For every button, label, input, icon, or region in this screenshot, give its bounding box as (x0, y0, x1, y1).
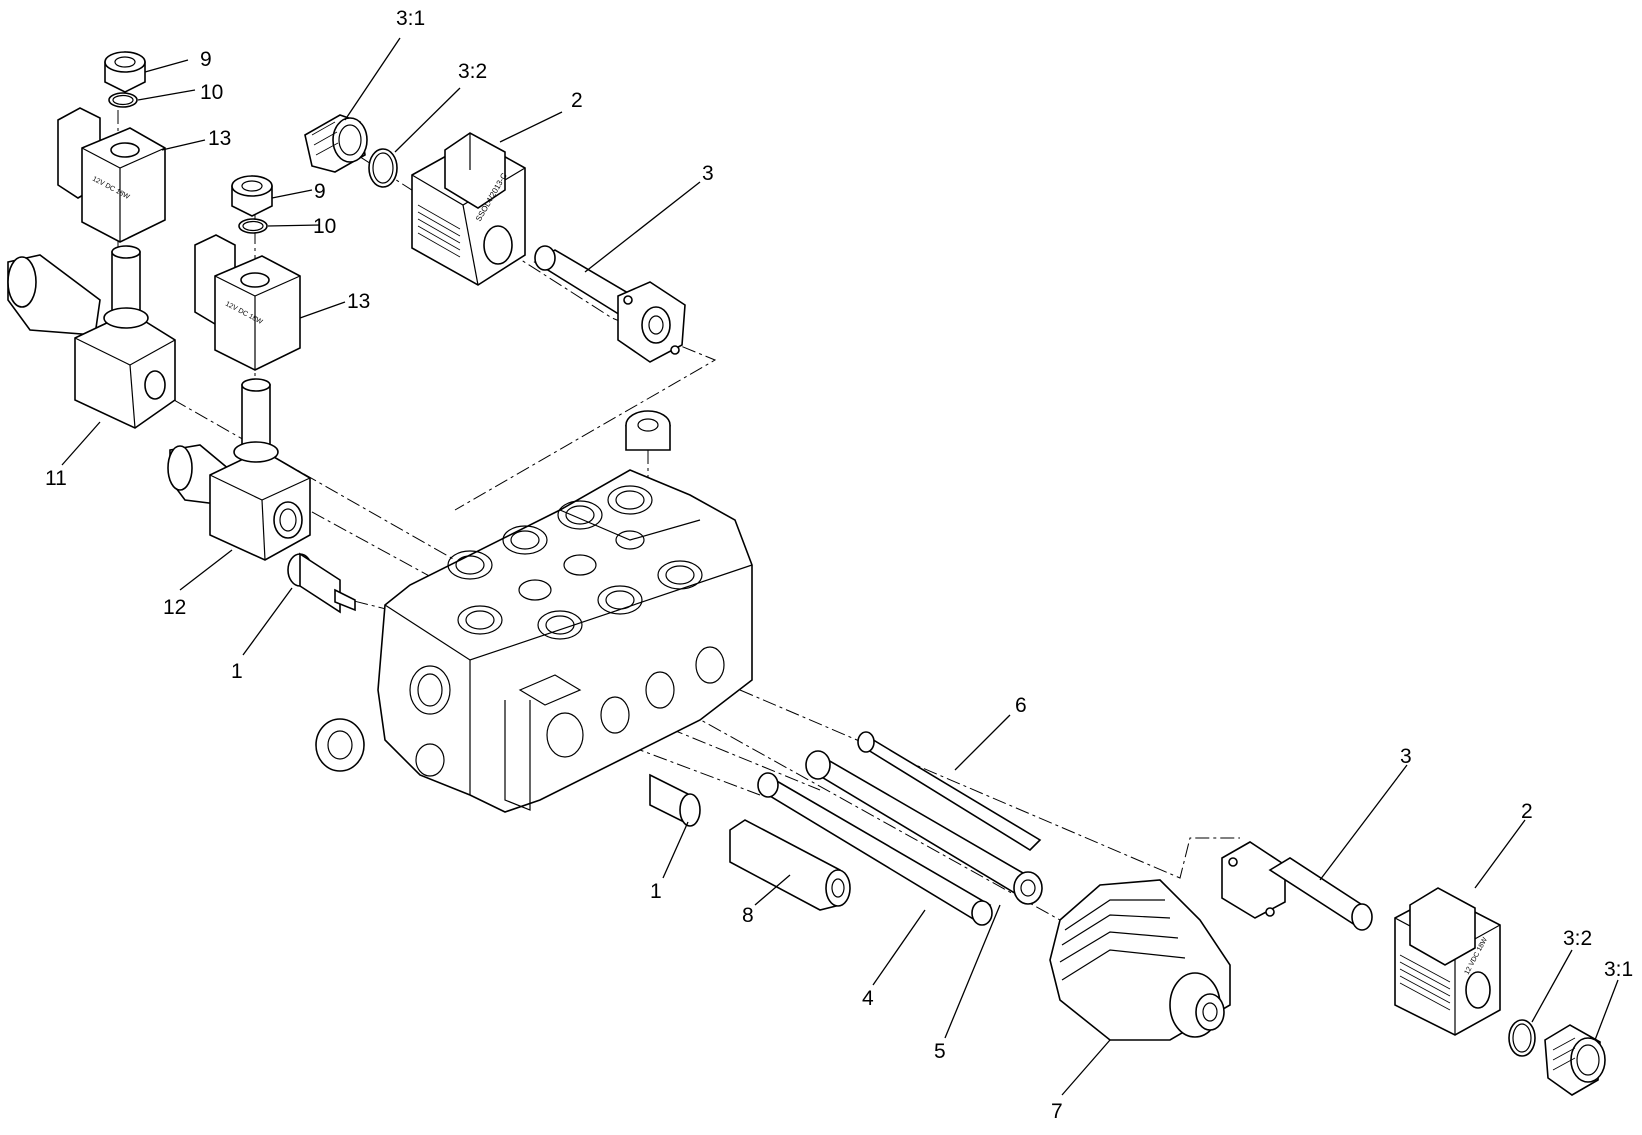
callout-10-a: 10 (200, 81, 223, 104)
cartridge-1-mid (649, 773, 701, 827)
callout-2-right: 2 (1521, 800, 1533, 823)
o-ring-3-2-top (368, 148, 398, 188)
nut-9-a (104, 51, 146, 93)
callout-9-b: 9 (314, 180, 326, 203)
callout-3-1-top: 3:1 (396, 7, 425, 30)
spool-5 (805, 750, 1043, 905)
nut-9-b (231, 175, 273, 217)
solenoid-coil-2-right: 12 VDC 18W (1394, 887, 1501, 1036)
callout-6: 6 (1015, 694, 1027, 717)
leader-lines (61, 37, 1619, 1096)
nut-3-1-right (1544, 1024, 1606, 1096)
callout-7: 7 (1051, 1100, 1063, 1123)
callout-3-1-right: 3:1 (1604, 958, 1633, 981)
solenoid-valve-12 (167, 378, 311, 561)
callout-5: 5 (934, 1040, 946, 1063)
callout-1-mid: 1 (650, 880, 662, 903)
solenoid-coil-2-top: SSOL4/2013-C (411, 132, 526, 286)
solenoid-coil-13-a: 12V DC 18W (57, 107, 166, 243)
callout-13-a: 13 (208, 127, 231, 150)
plug-top (625, 410, 671, 451)
callout-labels: 3:1 3:2 2 3 9 10 13 9 10 13 11 12 1 6 1 … (45, 7, 1633, 1123)
valve-sleeve-3-right (1221, 841, 1373, 931)
boot-housing-7 (1049, 879, 1231, 1041)
nut-3-1-top (304, 114, 368, 173)
callout-8: 8 (742, 904, 754, 927)
solenoid-coil-13-b: 12V DC 18W (194, 234, 301, 371)
spool-4 (757, 772, 993, 926)
callout-12: 12 (163, 596, 186, 619)
callout-3-right: 3 (1400, 745, 1412, 768)
callout-13-b: 13 (347, 290, 370, 313)
callout-4: 4 (862, 987, 874, 1010)
solenoid-valve-11 (7, 245, 176, 429)
plug-left (315, 718, 365, 772)
callout-3-top: 3 (702, 162, 714, 185)
o-ring-10-b (238, 218, 268, 234)
spool-6 (857, 731, 1042, 852)
callout-9-a: 9 (200, 48, 212, 71)
callout-10-b: 10 (313, 215, 336, 238)
callout-1-left: 1 (231, 660, 243, 683)
valve-sleeve-3-top (533, 245, 686, 363)
callout-3-2-right: 3:2 (1563, 927, 1592, 950)
callout-3-2-top: 3:2 (458, 60, 487, 83)
callout-2-top: 2 (571, 89, 583, 112)
relief-valve-8 (729, 819, 851, 911)
valve-body (377, 469, 753, 813)
cartridge-1-left (287, 552, 356, 614)
callout-11: 11 (45, 467, 67, 490)
o-ring-3-2-right (1508, 1019, 1536, 1057)
o-ring-10-a (108, 92, 138, 108)
